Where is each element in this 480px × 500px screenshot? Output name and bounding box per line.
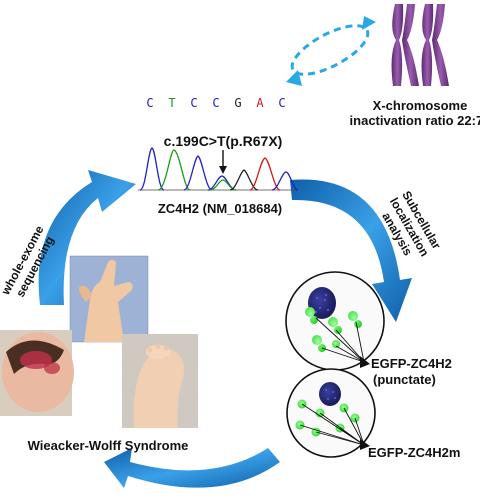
egfp-wt-line2: (punctate) — [373, 372, 436, 387]
xci-line1: X-chromosome — [373, 98, 468, 113]
head-photo — [0, 330, 74, 416]
base-letter: C — [190, 96, 197, 110]
egfp-wt-line1: EGFP-ZC4H2 — [371, 356, 452, 371]
dashed-cycle-arrow — [286, 16, 376, 86]
hand-photo — [69, 255, 149, 343]
curved-arrow-wes — [38, 170, 136, 305]
curved-arrow-bottom — [104, 448, 280, 488]
cell-wildtype — [285, 271, 385, 371]
curved-arrow-subcellular — [290, 179, 412, 322]
foot-photo — [122, 334, 198, 428]
base-letter: T — [168, 96, 175, 110]
base-letter: C — [212, 96, 219, 110]
cell-mutant — [286, 368, 376, 458]
base-letter: G — [234, 96, 241, 110]
syndrome-label: Wieacker-Wolff Syndrome — [28, 438, 189, 453]
base-letter: A — [256, 96, 264, 110]
chromatogram-trace — [138, 147, 299, 191]
x-chromosome-icon — [391, 4, 449, 86]
base-letter: C — [278, 96, 285, 110]
base-letter: C — [146, 96, 153, 110]
mutation-pointer-arrow — [219, 150, 227, 174]
mutation-label: c.199C>T(p.R67X) — [164, 133, 283, 149]
subcellular-label: Subcellular localization analysis — [379, 188, 444, 258]
xci-line2: inactivation ratio 22:78 — [350, 113, 480, 128]
egfp-mut-label: EGFP-ZC4H2m — [368, 445, 460, 460]
gene-label: ZC4H2 (NM_018684) — [158, 201, 282, 216]
egfp-punctate-clusters — [305, 307, 362, 352]
